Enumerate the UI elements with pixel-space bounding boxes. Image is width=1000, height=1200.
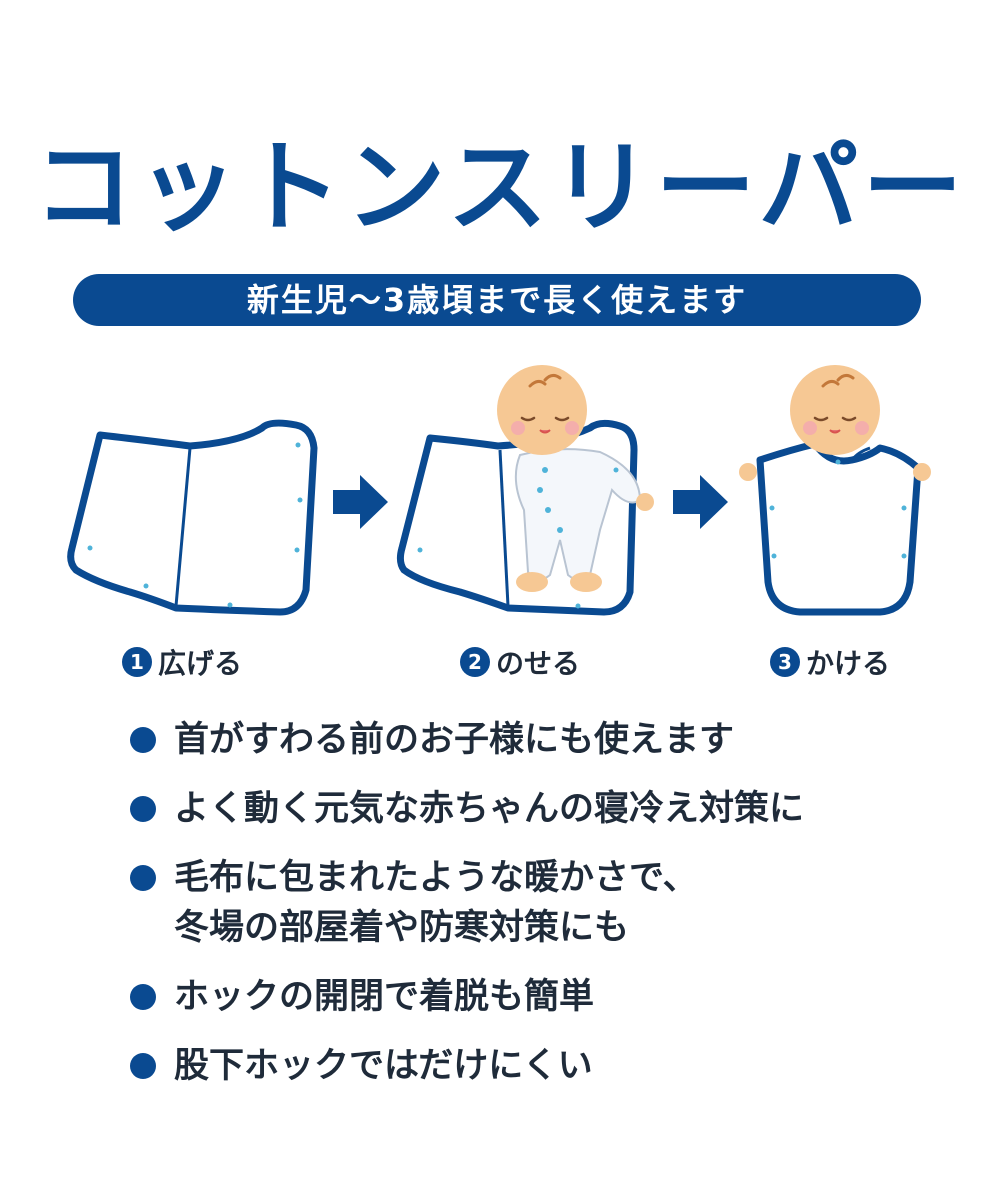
sleeper-open-icon bbox=[67, 419, 318, 616]
feature-item: ホックの開閉で着脱も簡単 bbox=[130, 972, 970, 1022]
feature-text: 股下ホックではだけにくい bbox=[174, 1046, 593, 1086]
baby-wearing-sleeper-icon bbox=[739, 365, 931, 616]
bullet-icon bbox=[130, 1053, 156, 1079]
subtitle-banner: 新生児〜3歳頃まで長く使えます bbox=[73, 274, 921, 326]
bullet-icon bbox=[130, 796, 156, 822]
baby-on-sleeper-icon bbox=[396, 365, 654, 616]
feature-item: よく動く元気な赤ちゃんの寝冷え対策に bbox=[130, 784, 970, 834]
step-3-number: 3 bbox=[770, 647, 800, 677]
feature-list: 首がすわる前のお子様にも使えます よく動く元気な赤ちゃんの寝冷え対策に 毛布に包… bbox=[130, 715, 970, 1110]
step-1-text: 広げる bbox=[158, 647, 243, 680]
feature-text: よく動く元気な赤ちゃんの寝冷え対策に bbox=[174, 789, 805, 829]
step-3-label: 3 かける bbox=[770, 642, 890, 682]
feature-item: 股下ホックではだけにくい bbox=[130, 1041, 970, 1091]
feature-text: 首がすわる前のお子様にも使えます bbox=[174, 720, 735, 760]
feature-item: 毛布に包まれたような暖かさで、 冬場の部屋着や防寒対策にも bbox=[130, 853, 970, 953]
step-illustrations bbox=[67, 365, 931, 616]
arrow-right-icon bbox=[333, 475, 388, 529]
feature-text-continued: 冬場の部屋着や防寒対策にも bbox=[174, 908, 630, 948]
step-2-text: のせる bbox=[496, 647, 581, 680]
bullet-icon bbox=[130, 984, 156, 1010]
bullet-icon bbox=[130, 727, 156, 753]
step-3-text: かける bbox=[806, 647, 891, 680]
bullet-icon bbox=[130, 865, 156, 891]
feature-item: 首がすわる前のお子様にも使えます bbox=[130, 715, 970, 765]
step-1-label: 1 広げる bbox=[122, 642, 242, 682]
feature-text: 毛布に包まれたような暖かさで、 bbox=[174, 858, 698, 898]
step-2-label: 2 のせる bbox=[460, 642, 580, 682]
step-2-number: 2 bbox=[460, 647, 490, 677]
step-1-number: 1 bbox=[122, 647, 152, 677]
feature-text: ホックの開閉で着脱も簡単 bbox=[174, 977, 595, 1017]
page-title: コットンスリーパー bbox=[33, 129, 967, 246]
arrow-right-icon bbox=[673, 475, 728, 529]
